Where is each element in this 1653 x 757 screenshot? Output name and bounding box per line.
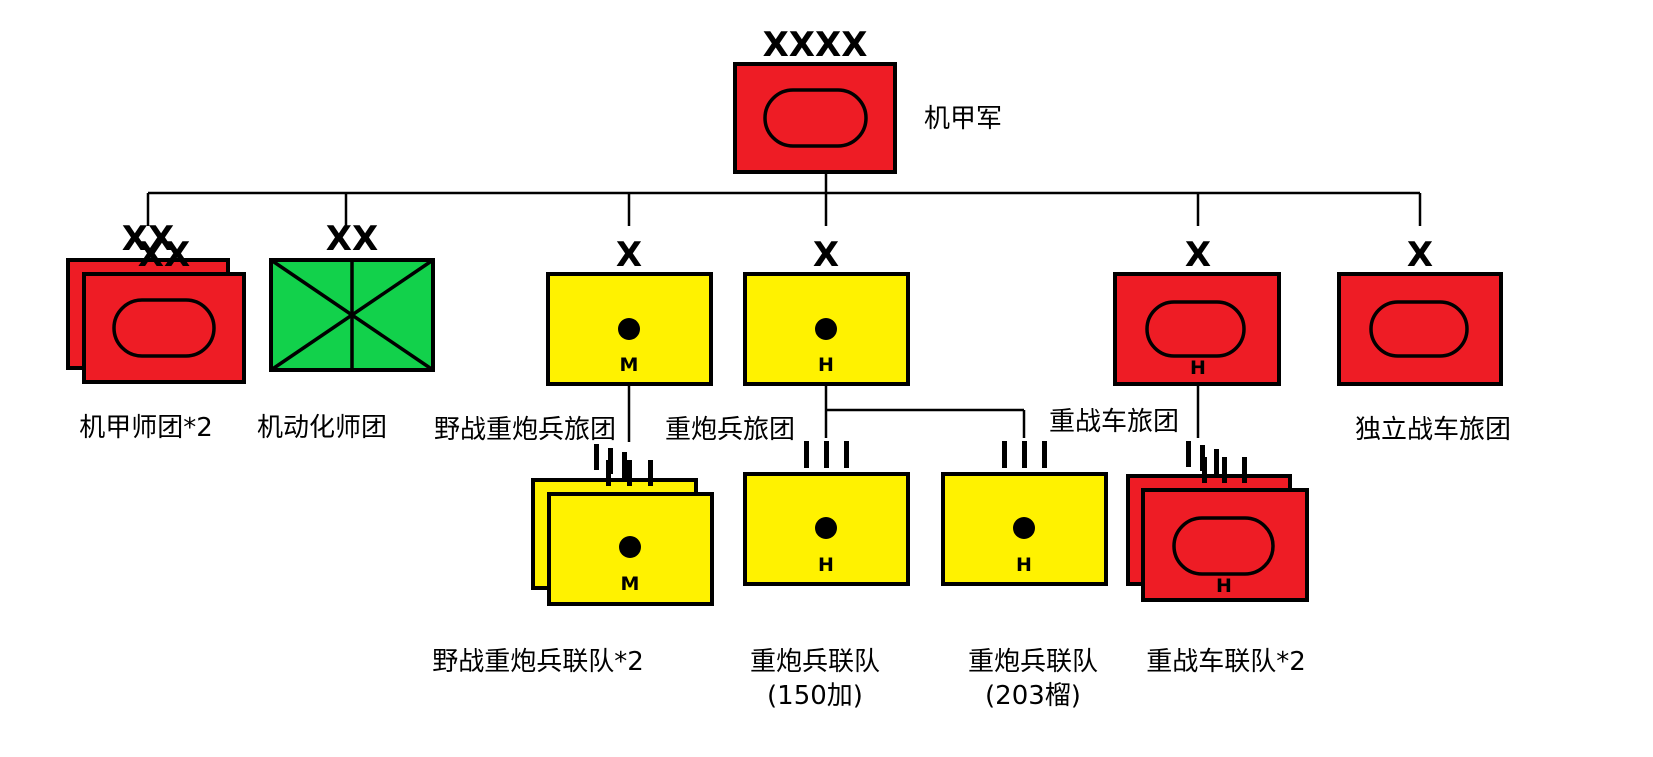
unit-label: 机甲师团*2 [79,413,213,443]
unit-heavy-tank-brigade: X H 重战车旅团 [1049,235,1281,437]
size-modifier: H [1216,575,1232,597]
unit-label-caliber: (203榴) [985,681,1081,711]
artillery-dot-icon [618,318,640,340]
unit-field-heavy-artillery-regiment: M 野战重炮兵联队*2 [432,444,714,677]
unit-label: 重战车联队*2 [1146,647,1306,677]
echelon-marker-back: XX [138,235,190,275]
echelon-marker: XXXX [763,25,868,65]
armor-symbol-icon [763,88,868,148]
unit-label: 野战重炮兵旅团 [434,415,616,445]
unit-label: 机动化师团 [257,413,387,443]
unit-heavy-tank-regiment: H 重战车联队*2 [1126,441,1309,677]
artillery-dot-icon [619,536,641,558]
unit-independent-tank-brigade: X 独立战车旅团 [1337,235,1511,445]
echelon-marker: X [616,235,642,275]
size-modifier: H [818,354,834,376]
unit-armored-army: XXXX 机甲军 [733,25,1002,174]
artillery-dot-icon [1013,517,1035,539]
regiment-marker [1002,441,1047,468]
echelon-marker: X [1407,235,1433,275]
echelon-marker: X [1185,235,1211,275]
unit-label: 野战重炮兵联队*2 [432,647,644,677]
unit-heavy-artillery-brigade: X H 重炮兵旅团 [665,235,910,445]
echelon-marker: X [813,235,839,275]
unit-heavy-artillery-regiment-150: H 重炮兵联队 (150加) [743,441,910,711]
unit-box [82,272,246,384]
armor-symbol-icon [1172,516,1275,576]
size-modifier: H [818,554,834,576]
unit-box [733,62,897,174]
unit-label: 机甲军 [924,104,1002,134]
echelon-marker: XX [122,219,174,259]
armor-symbol-icon [1369,300,1469,358]
size-modifier: M [621,573,640,595]
unit-field-heavy-artillery-brigade: X M 野战重炮兵旅团 [434,235,713,445]
armor-symbol-icon [1145,300,1246,358]
regiment-marker [804,441,849,468]
unit-label: 独立战车旅团 [1355,415,1511,445]
unit-box [1337,272,1503,386]
unit-motorized-division: XX 机动化师团 [257,219,435,443]
artillery-dot-icon [815,318,837,340]
unit-heavy-artillery-regiment-203: H 重炮兵联队 (203榴) [941,441,1108,711]
unit-label: 重炮兵联队 [968,647,1098,677]
size-modifier: M [620,354,639,376]
unit-label: 重炮兵联队 [750,647,880,677]
unit-label: 重炮兵旅团 [665,415,795,445]
artillery-dot-icon [815,517,837,539]
unit-label: 重战车旅团 [1049,407,1179,437]
connector-lines [146,172,1422,442]
unit-box [1141,488,1309,602]
size-modifier: H [1016,554,1032,576]
unit-box [1113,272,1281,386]
unit-armored-division: XX XX 机甲师团*2 [66,219,246,443]
armor-symbol-icon [112,298,216,358]
unit-label-caliber: (150加) [767,681,863,711]
size-modifier: H [1190,357,1206,379]
regiment-marker [1202,457,1247,483]
echelon-marker: XX [326,219,378,259]
regiment-marker [606,460,653,486]
